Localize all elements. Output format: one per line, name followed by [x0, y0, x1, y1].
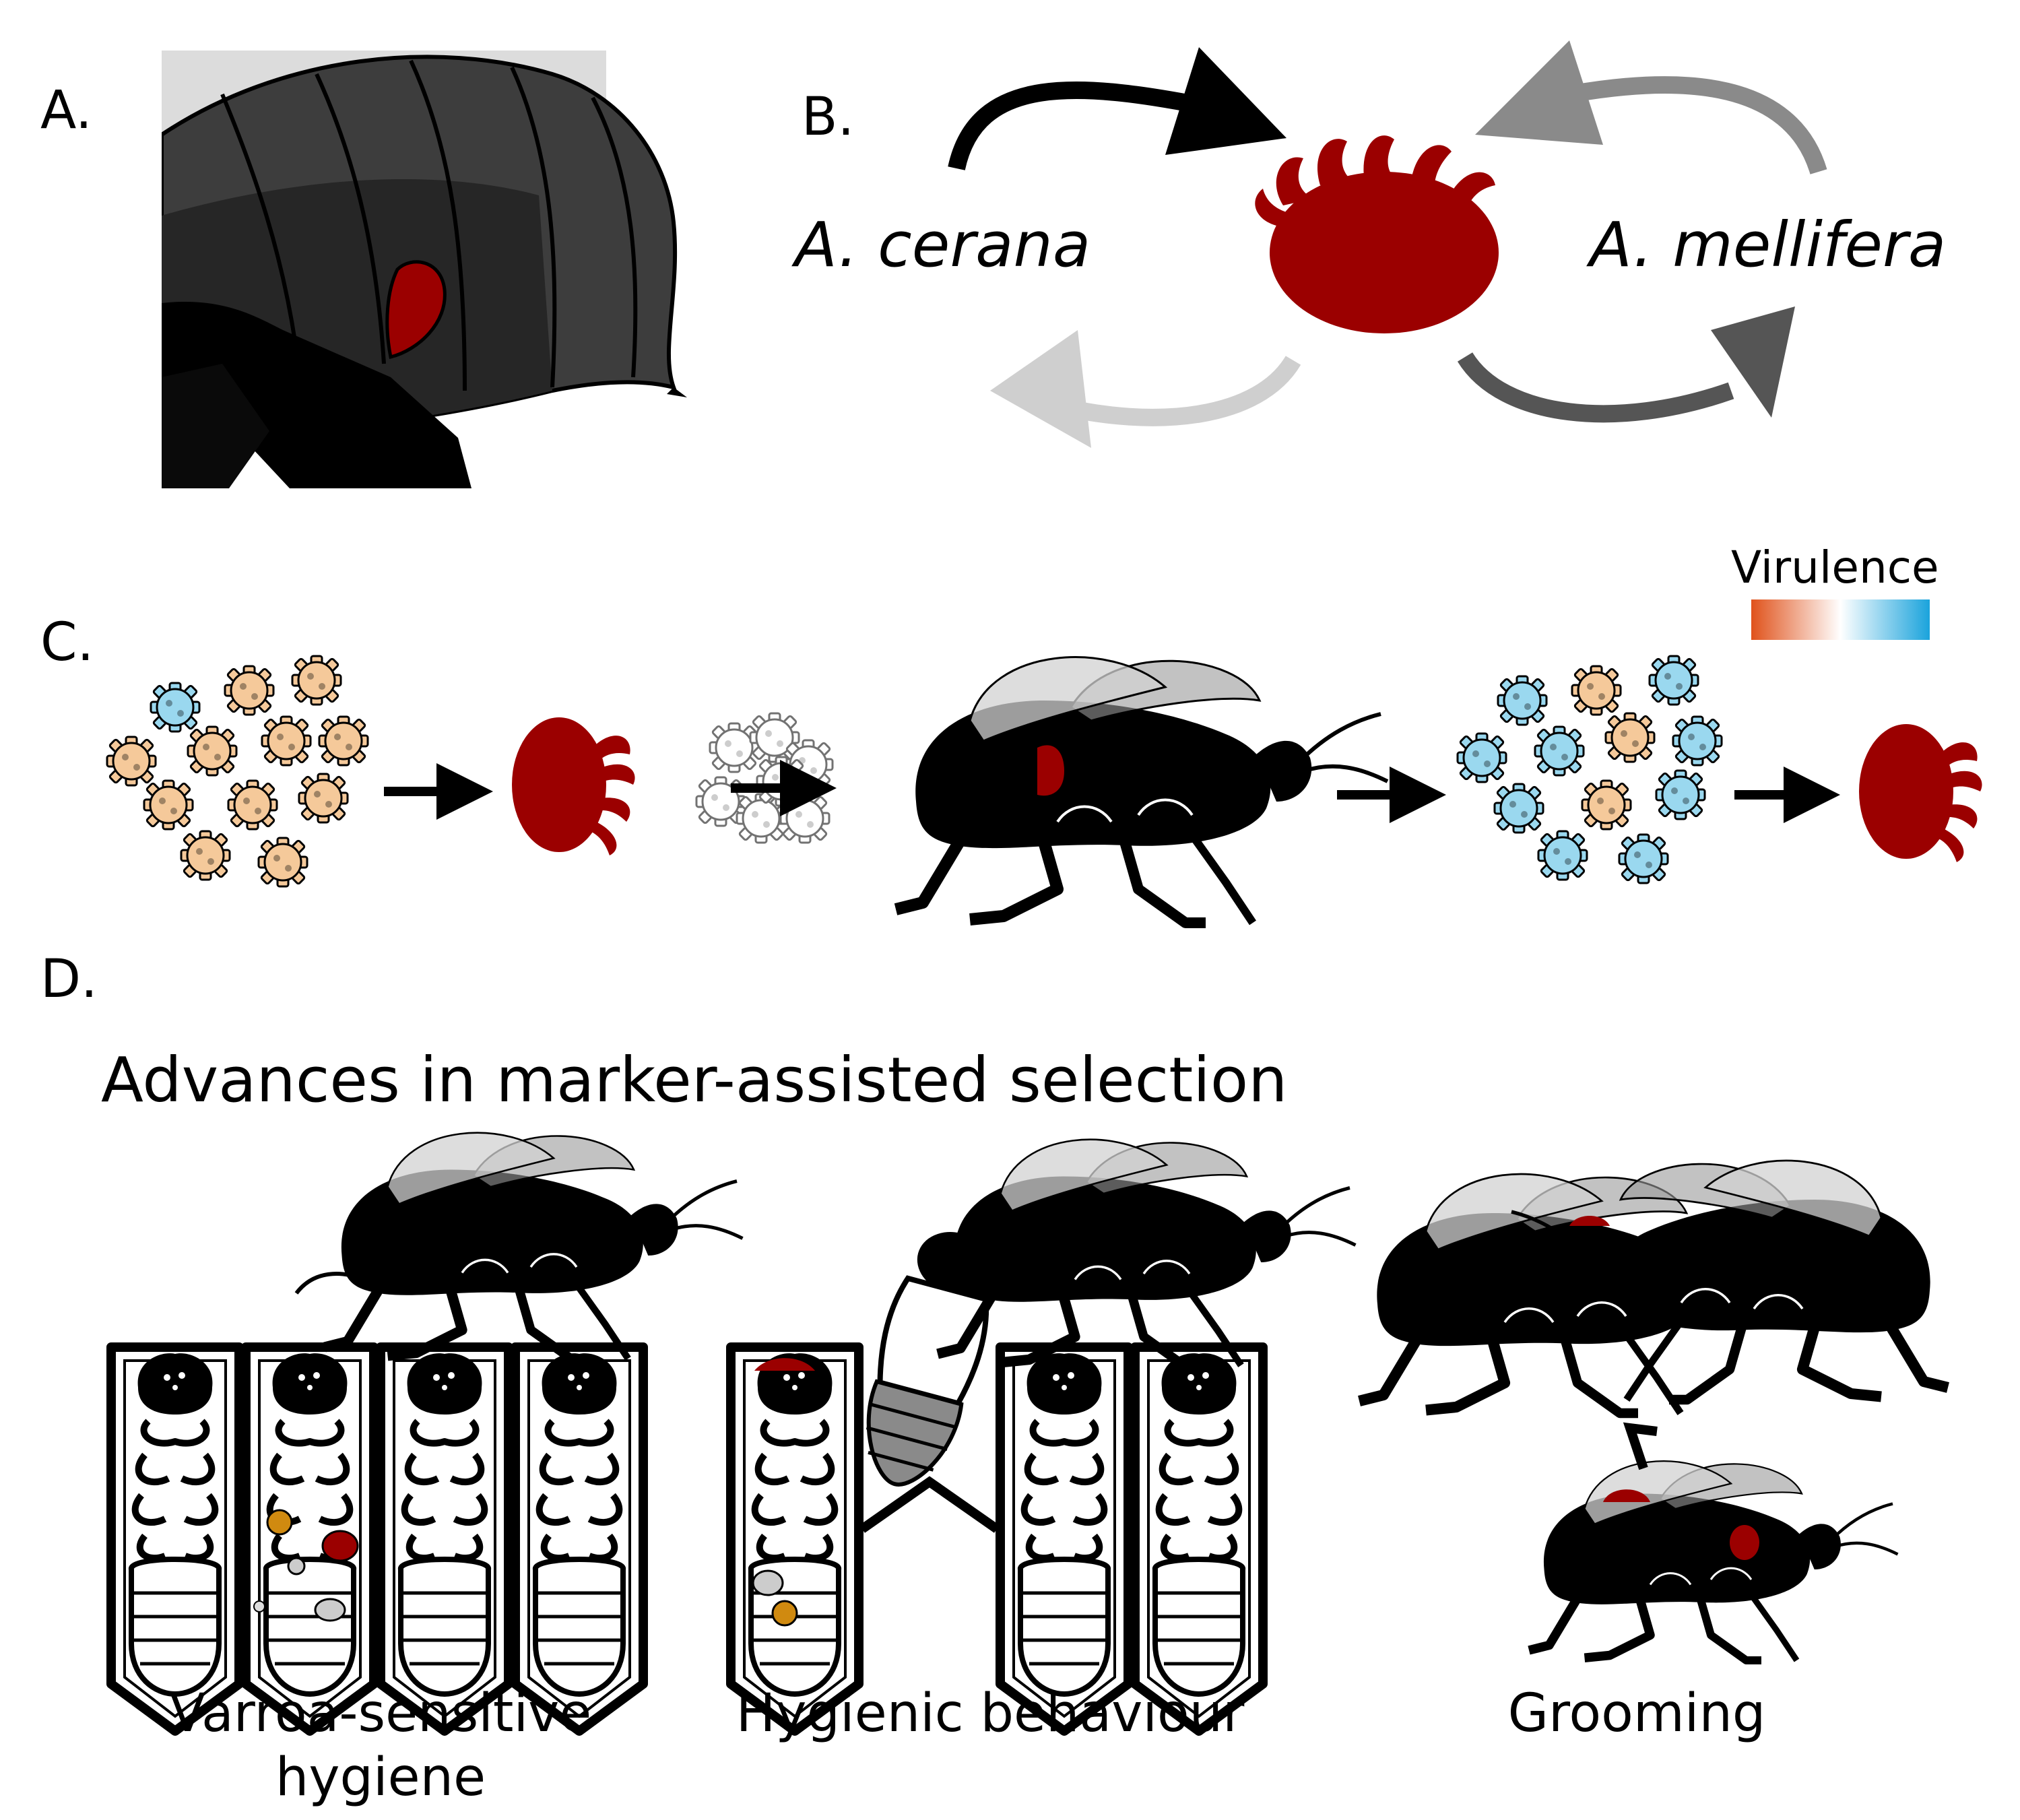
mite-offspring-icon: [771, 1600, 798, 1627]
grooming-illustration: [1359, 1161, 1948, 1660]
mite-on-pupa-icon: [754, 1358, 815, 1371]
virus-particle-icon: [1493, 783, 1544, 834]
virus-particle-icon: [709, 722, 760, 773]
brood-cell: [515, 1347, 643, 1731]
caption-hygienic: Hygienic behaviour: [736, 1683, 1245, 1744]
virus-particle-icon: [224, 665, 275, 716]
varroa-mite-side-icon-2: [1859, 724, 1982, 862]
vsh-illustration: [111, 1133, 743, 1731]
mite-on-bee-icon: [1603, 1489, 1650, 1502]
grooming-leg: [1623, 1422, 1658, 1470]
virulence-legend-title: Virulence: [1731, 542, 1939, 593]
bee-antenna: [294, 1272, 365, 1295]
arrow-mite-to-cerana: [990, 330, 1301, 448]
virus-particle-icon: [298, 773, 349, 824]
virus-particle-icon: [1571, 665, 1622, 716]
mite-on-bee-icon: [1730, 1525, 1759, 1560]
panel-a-letter: A.: [40, 80, 92, 141]
virus-particle-icon: [257, 837, 308, 888]
virulence-legend: Virulence: [1731, 542, 1939, 640]
virus-particle-icon: [1534, 725, 1585, 777]
virus-particle-icon: [1456, 732, 1507, 783]
hygienic-worker-bee: [938, 1140, 1356, 1365]
species-label-cerana: A. cerana: [791, 209, 1090, 281]
virus-population-transmitted: [695, 712, 834, 844]
caption-vsh-line2: hygiene: [275, 1747, 486, 1808]
self-grooming-bee: [1529, 1422, 1898, 1660]
virus-particle-icon: [318, 715, 369, 767]
virus-particle-icon: [106, 736, 157, 787]
caption-vsh-line1: Varroa-sensitive: [170, 1683, 592, 1744]
vsh-worker-bee: [325, 1133, 743, 1359]
infected-bee: [896, 657, 1388, 923]
mite-on-bee-icon: [1037, 745, 1064, 796]
mite-on-bee-icon: [1569, 1216, 1610, 1226]
panel-b: B. A. cerana A. mellifera: [791, 40, 1946, 448]
bee-silhouette-icon: [325, 1133, 743, 1359]
virus-particle-icon: [1672, 715, 1723, 767]
grooming-bee-left: [1359, 1174, 1802, 1413]
brood-cell: [381, 1347, 509, 1731]
virus-particle-icon: [291, 655, 342, 706]
mite-offspring-icon: [266, 1509, 293, 1536]
virulence-color-scale: [1751, 599, 1930, 640]
arrow-mite-to-mellifera: [1457, 306, 1795, 423]
bee-silhouette-icon: [1529, 1461, 1898, 1660]
virus-particle-icon: [227, 779, 278, 831]
varroa-mite-side-icon: [512, 717, 635, 855]
virus-particle-icon: [187, 725, 238, 777]
virus-particle-icon: [779, 793, 830, 844]
virus-population-initial: [106, 655, 369, 888]
brood-cell: [1000, 1347, 1128, 1731]
empty-cell: [859, 1476, 1000, 1533]
panel-b-letter: B.: [802, 87, 854, 148]
virus-particle-icon: [1655, 769, 1706, 820]
brood-cell: [111, 1347, 239, 1731]
bee-silhouette-icon: [938, 1140, 1356, 1365]
virus-particle-icon: [1497, 675, 1548, 726]
species-label-mellifera: A. mellifera: [1586, 209, 1946, 281]
arrow-cerana-to-mite: [948, 47, 1286, 170]
virus-population-amplified: [1456, 655, 1723, 884]
mite-egg-icon: [253, 1600, 265, 1613]
hygienic-illustration: [731, 1140, 1356, 1731]
mite-nymph-icon: [752, 1569, 784, 1596]
mite-egg-icon: [287, 1557, 306, 1575]
brood-cell-infested: [731, 1347, 859, 1731]
panel-c: C. Virulence: [40, 542, 1982, 923]
panel-d-heading: Advances in marker-assisted selection: [101, 1044, 1287, 1116]
panel-d-letter: D.: [40, 949, 98, 1010]
caption-grooming: Grooming: [1508, 1683, 1766, 1744]
virus-particle-icon: [1648, 655, 1699, 706]
arrow-mellifera-to-mite: [1475, 40, 1827, 174]
virus-particle-icon: [180, 830, 231, 881]
virus-particle-icon: [150, 682, 201, 733]
panel-d: D. Advances in marker-assisted selection…: [40, 949, 1948, 1808]
virus-particle-icon: [1618, 833, 1669, 884]
virus-particle-icon: [1537, 830, 1588, 881]
virus-particle-icon: [1581, 779, 1632, 831]
mite-mother-icon: [321, 1530, 359, 1562]
bee-abdomen-closeup: [162, 51, 687, 488]
bee-silhouette-icon: [896, 657, 1388, 923]
panel-a: A.: [40, 51, 687, 488]
brood-cell: [1135, 1347, 1263, 1731]
virus-particle-icon: [143, 779, 194, 831]
panel-c-letter: C.: [40, 612, 94, 673]
virus-particle-icon: [1604, 712, 1656, 763]
mite-nymph-icon: [314, 1598, 346, 1622]
varroa-mite-icon: [1255, 135, 1499, 333]
virus-particle-icon: [261, 715, 312, 767]
virus-particle-icon: [756, 756, 807, 807]
